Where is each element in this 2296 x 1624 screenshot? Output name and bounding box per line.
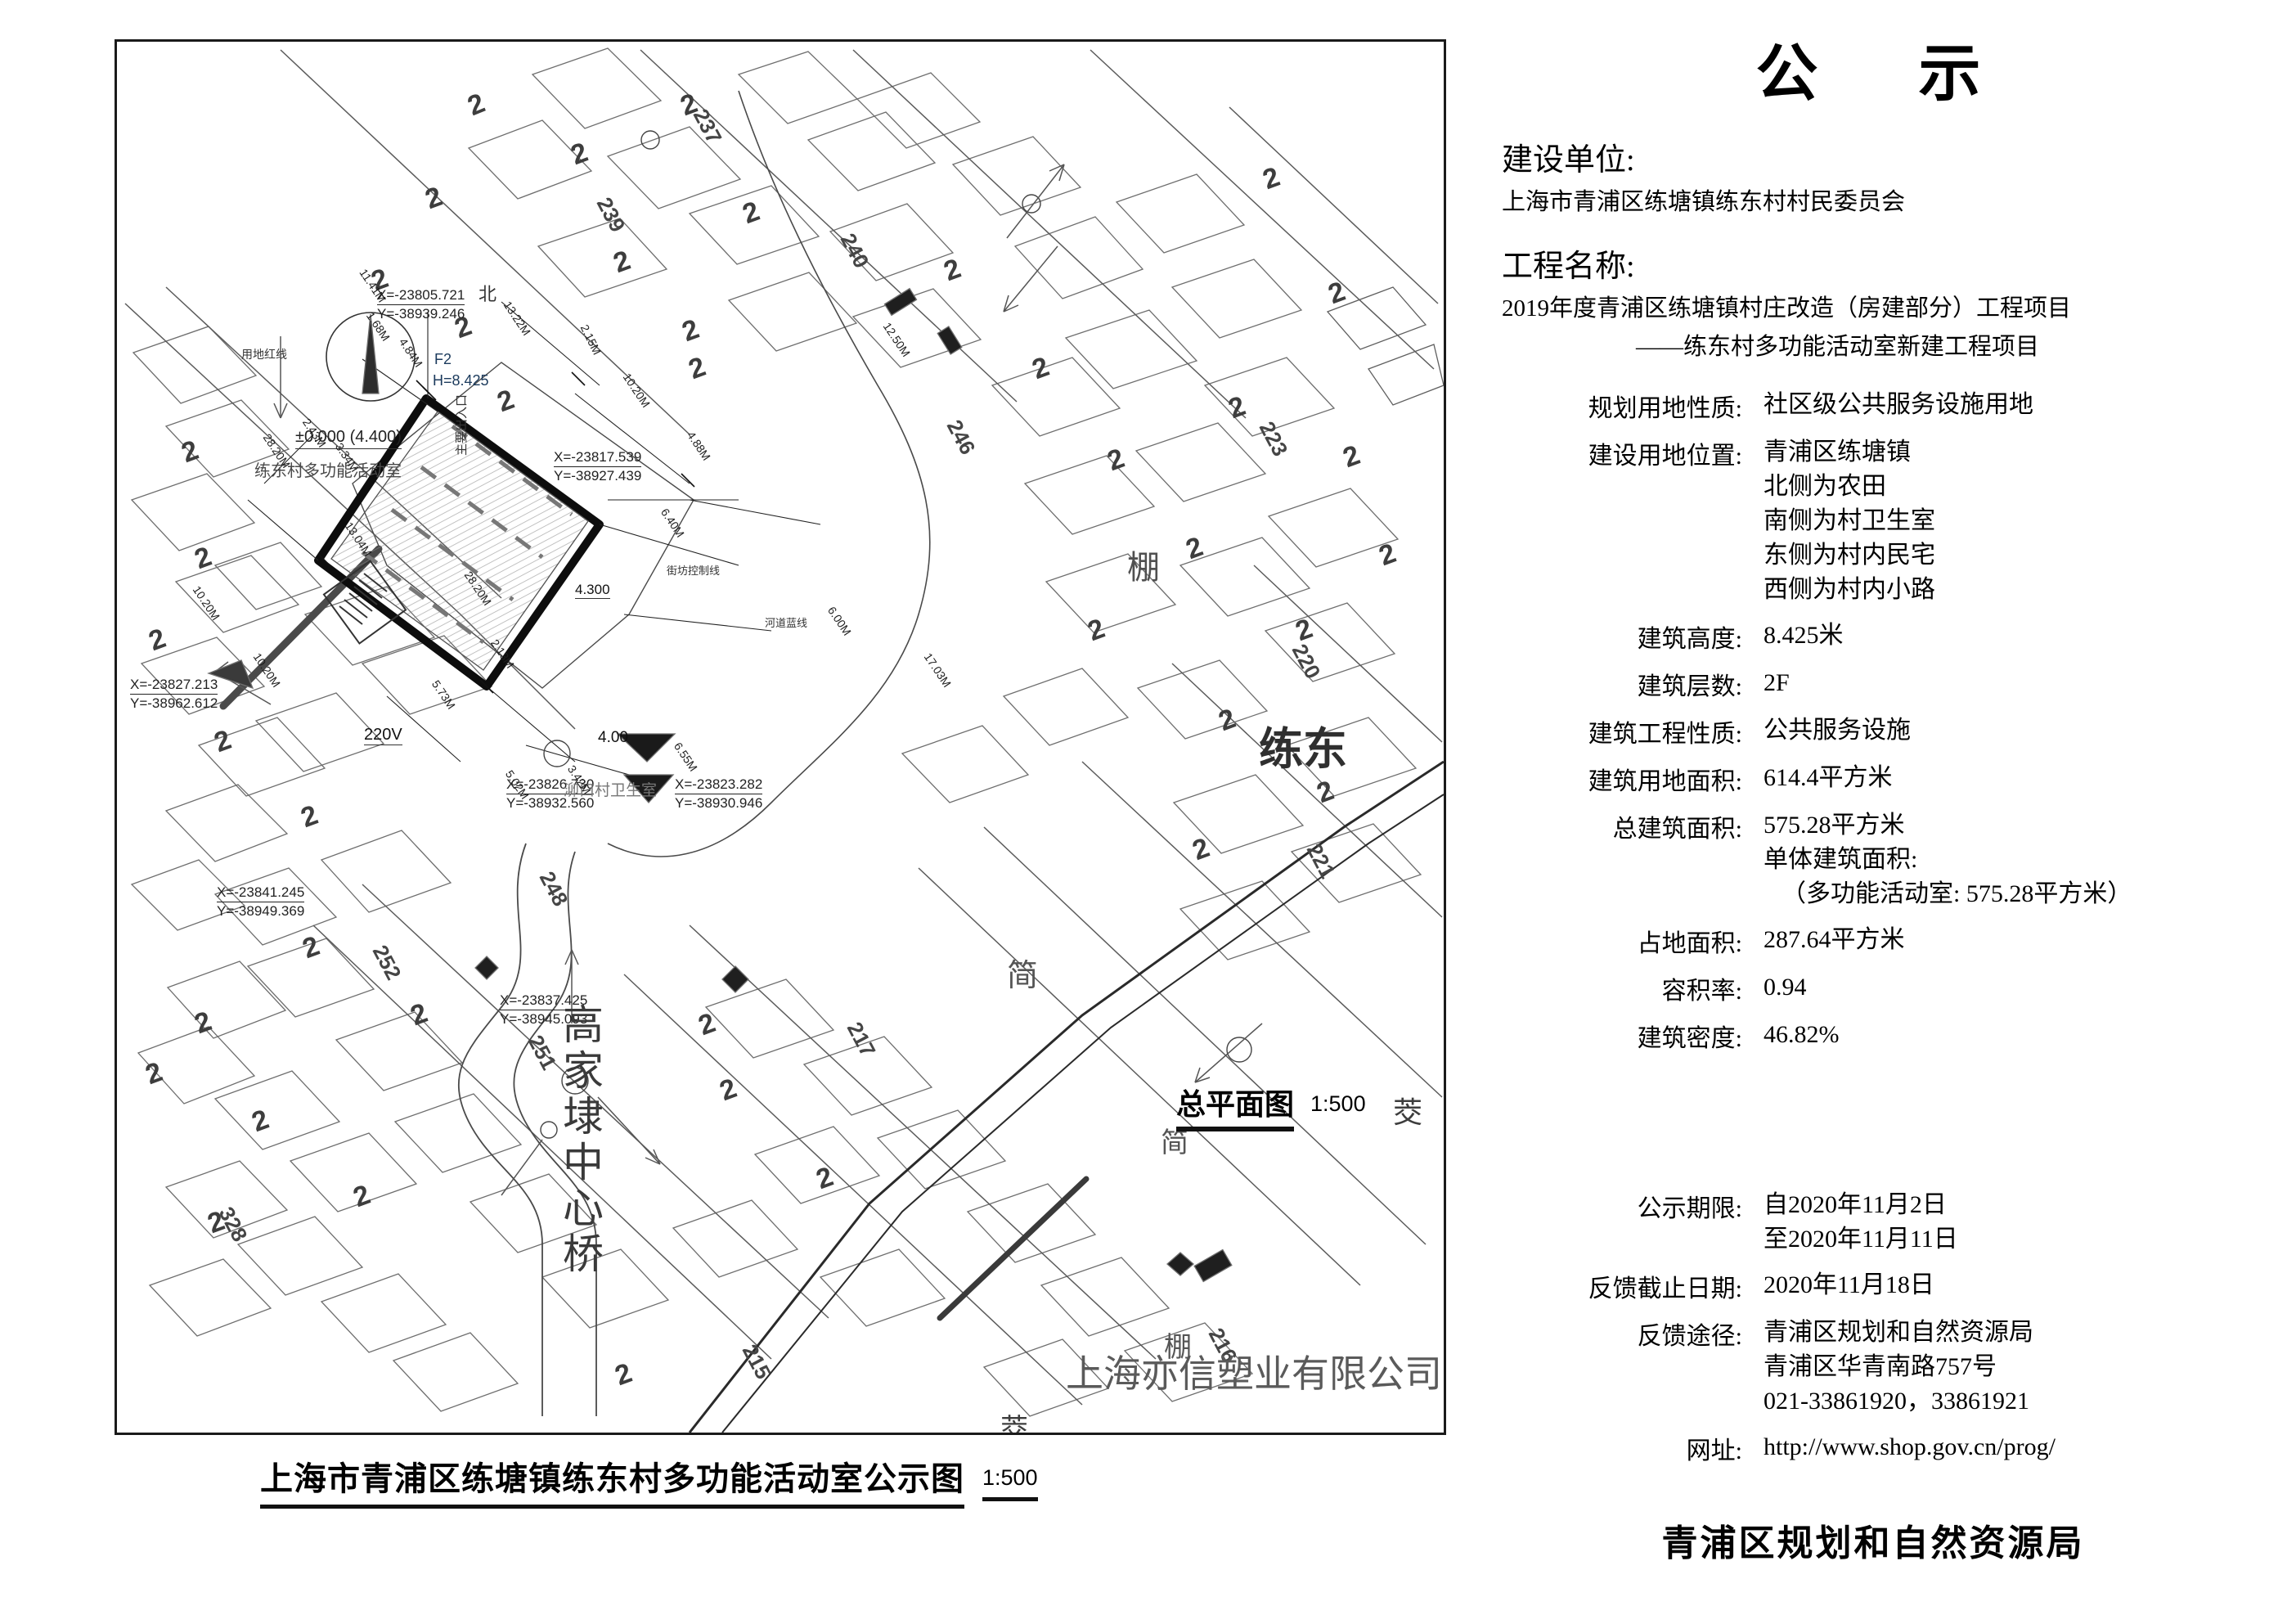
spec-row: 建筑用地面积: 614.4平方米	[1472, 761, 2274, 797]
spec-value: 575.28平方米 单体建筑面积: （多功能活动室: 575.28平方米）	[1764, 811, 2132, 907]
notice-value: 2020年11月18日	[1764, 1271, 1934, 1298]
notice-text-panel: 公 示 建设单位: 上海市青浦区练塘镇练东村村民委员会 工程名称: 2019年度…	[1472, 16, 2274, 1604]
spec-row: 建筑高度: 8.425米	[1472, 619, 2274, 655]
notice-key: 反馈途径:	[1637, 1322, 1742, 1350]
spec-row: 建筑工程性质: 公共服务设施	[1472, 713, 2274, 749]
notice-key: 公示期限:	[1637, 1194, 1742, 1222]
spec-value: 社区级公共服务设施用地	[1764, 390, 2033, 418]
spec-value: 公共服务设施	[1764, 716, 1911, 744]
spec-value: 8.425米	[1764, 621, 1844, 649]
section-spacer	[1472, 1065, 2274, 1188]
website-url[interactable]: http://www.shop.gov.cn/prog/	[1764, 1433, 2056, 1460]
spec-key: 建筑高度:	[1637, 625, 1742, 653]
survey-coordinate-label: X=-23805.721 Y=-38939.246	[377, 287, 465, 322]
spec-value: 2F	[1764, 668, 1790, 696]
notice-row: 反馈途径: 青浦区规划和自然资源局 青浦区华青南路757号 021-338619…	[1472, 1316, 2274, 1419]
spec-key: 建筑工程性质:	[1588, 720, 1742, 748]
project-name-line2: ——练东村多功能活动室新建工程项目	[1636, 334, 2040, 361]
site-plan-title: 总平面图	[1176, 1081, 1295, 1131]
spec-key: 建筑层数:	[1637, 673, 1742, 700]
spec-key: 总建筑面积:	[1612, 815, 1742, 843]
survey-coordinate-label: X=-23827.213 Y=-38962.612	[130, 677, 218, 711]
notice-row: 公示期限: 自2020年11月2日 至2020年11月11日	[1472, 1188, 2274, 1257]
spec-value: 46.82%	[1764, 1020, 1840, 1048]
issuing-agency: 青浦区规划和自然资源局	[1661, 1523, 2085, 1563]
spec-key: 建筑用地面积:	[1588, 767, 1742, 795]
spec-value: 0.94	[1764, 973, 1807, 1001]
spec-value: 287.64平方米	[1764, 925, 1905, 953]
spec-value: 青浦区练塘镇 北侧为农田 南侧为村卫生室 东侧为村内民宅 西侧为村内小路	[1764, 438, 1935, 603]
site-plan-map: 北 2 2 2 2 2 2 2 2 2 2 2 2 2 2 2 2 2 2 2 …	[115, 39, 1446, 1435]
survey-coordinate-label: X=-23837.425 Y=-38945.093	[500, 992, 588, 1027]
notice-title: 公 示	[1755, 40, 2024, 109]
survey-coordinate-label: X=-23826.730 Y=-38932.560	[506, 776, 595, 811]
spec-row: 建筑层数: 2F	[1472, 666, 2274, 702]
spec-row: 总建筑面积: 575.28平方米 单体建筑面积: （多功能活动室: 575.28…	[1472, 808, 2274, 911]
map-caption-title: 上海市青浦区练塘镇练东村多功能活动室公示图	[260, 1452, 964, 1509]
spec-row: 容积率: 0.94	[1472, 970, 2274, 1006]
spec-key: 建设用地位置:	[1588, 442, 1742, 470]
spec-row: 建设用地位置: 青浦区练塘镇 北侧为农田 南侧为村卫生室 东侧为村内民宅 西侧为…	[1472, 435, 2274, 607]
notice-row: 反馈截止日期: 2020年11月18日	[1472, 1268, 2274, 1304]
project-heading: 工程名称:	[1502, 250, 1635, 285]
spec-key: 容积率:	[1661, 977, 1742, 1005]
spec-row: 占地面积: 287.64平方米	[1472, 923, 2274, 959]
notice-value: 青浦区规划和自然资源局 青浦区华青南路757号 021-33861920，338…	[1764, 1318, 2033, 1415]
survey-coordinate-label: X=-23823.282 Y=-38930.946	[675, 776, 763, 811]
map-caption-block: 上海市青浦区练塘镇练东村多功能活动室公示图 1:500	[260, 1452, 1038, 1509]
spec-row: 规划用地性质: 社区级公共服务设施用地	[1472, 388, 2274, 424]
north-label: 北	[478, 284, 497, 304]
developer-name: 上海市青浦区练塘镇练东村村民委员会	[1502, 189, 1906, 215]
developer-heading: 建设单位:	[1502, 143, 1635, 178]
map-caption-scale: 1:500	[982, 1465, 1038, 1501]
spec-key: 建筑密度:	[1637, 1024, 1742, 1052]
survey-coordinate-label: X=-23817.539 Y=-38927.439	[554, 449, 642, 484]
spec-key: 规划用地性质:	[1588, 394, 1742, 422]
site-plan-scale: 1:500	[1310, 1091, 1366, 1116]
notice-row: 网址: http://www.shop.gov.cn/prog/	[1472, 1430, 2274, 1466]
notice-key: 网址:	[1686, 1437, 1742, 1464]
spec-key: 占地面积:	[1637, 929, 1742, 957]
spec-row: 建筑密度: 46.82%	[1472, 1018, 2274, 1054]
north-arrow-icon: 北	[436, 283, 539, 439]
spec-value: 614.4平方米	[1764, 763, 1893, 791]
site-plan-title-block: 总平面图 1:500	[1176, 1081, 1366, 1131]
map-vector-drawing	[124, 47, 1444, 1433]
survey-coordinate-label: X=-23841.245 Y=-38949.369	[217, 884, 305, 919]
notice-key: 反馈截止日期:	[1588, 1275, 1742, 1302]
project-name-line1: 2019年度青浦区练塘镇村庄改造（房建部分）工程项目	[1502, 295, 2072, 322]
notice-value: 自2020年11月2日 至2020年11月11日	[1764, 1190, 1958, 1253]
